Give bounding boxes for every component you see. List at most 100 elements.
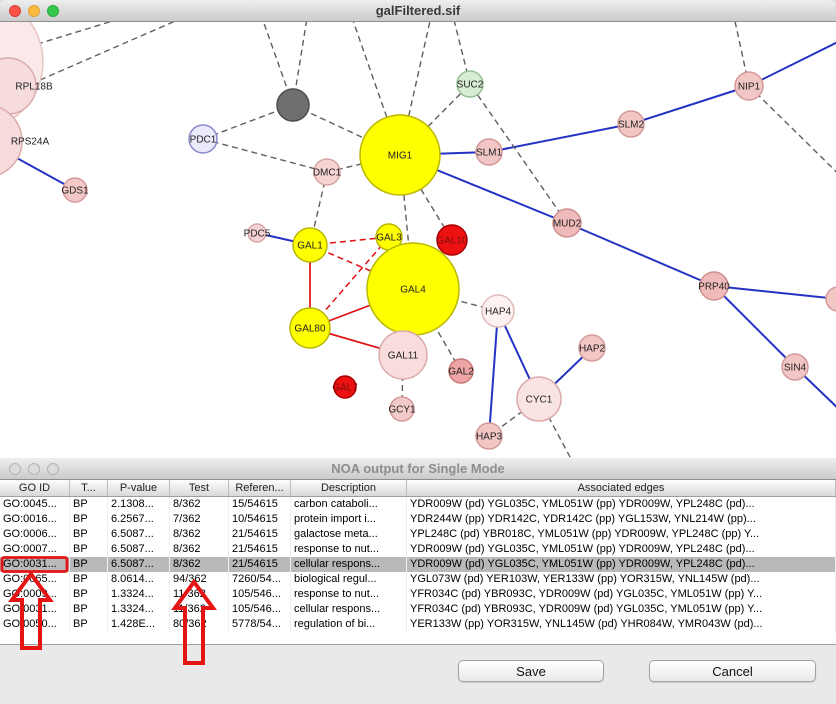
cell-referen: 21/54615	[229, 557, 291, 572]
node-slm1[interactable]	[475, 138, 503, 166]
close-button[interactable]	[9, 5, 21, 17]
save-button[interactable]: Save	[458, 660, 604, 682]
node-label-suc2: SUC2	[457, 80, 484, 91]
cell-t: BP	[70, 512, 108, 527]
node-pdc1[interactable]	[188, 124, 218, 154]
column-header-p-value[interactable]: P-value	[108, 480, 170, 496]
node-gds1[interactable]	[62, 177, 88, 203]
minimize-button[interactable]	[28, 5, 40, 17]
node-label-prp40: PRP40	[698, 282, 730, 293]
node-rps24a[interactable]	[0, 105, 23, 177]
cell-test: 8/362	[170, 557, 229, 572]
node-label-gal7: GAL7	[332, 383, 358, 394]
edge-mud2-prp40[interactable]	[566, 222, 715, 287]
node-gal80[interactable]	[289, 307, 331, 349]
node-noderight[interactable]	[825, 286, 836, 312]
node-mig1[interactable]	[359, 114, 441, 196]
edge-slm1-slm2[interactable]	[488, 123, 632, 153]
cell-referen: 21/54615	[229, 542, 291, 557]
cell-t: BP	[70, 617, 108, 632]
cell-associated-edges: YFR034C (pd) YBR093C, YDR009W (pd) YGL03…	[407, 602, 836, 617]
node-prp40[interactable]	[699, 271, 729, 301]
node-label-rpl18b: RPL18B	[15, 82, 53, 93]
zoom-button[interactable]	[47, 463, 59, 475]
window-controls	[9, 5, 59, 17]
node-gcy1[interactable]	[389, 396, 415, 422]
edge-off-off[interactable]	[39, 22, 196, 81]
network-canvas[interactable]: RPL18BRPS24AGDS1PDC1DMC1MIG1SUC2SLM1SLM2…	[0, 22, 836, 458]
edge-sin4-off[interactable]	[794, 366, 836, 437]
column-header-test[interactable]: Test	[170, 480, 229, 496]
column-header-t[interactable]: T...	[70, 480, 108, 496]
edge-prp40-noderight[interactable]	[713, 285, 836, 300]
cell-referen: 15/54615	[229, 497, 291, 512]
edge-mud2-suc2[interactable]	[469, 83, 568, 224]
cell-referen: 7260/54...	[229, 572, 291, 587]
noa-window-titlebar[interactable]: NOA output for Single Mode	[0, 458, 836, 480]
edge-slm2-nip1[interactable]	[630, 85, 750, 125]
edge-mig1-suc2[interactable]	[399, 83, 471, 156]
cell-description: carbon cataboli...	[291, 497, 407, 512]
column-header-description[interactable]: Description	[291, 480, 407, 496]
zoom-button[interactable]	[47, 5, 59, 17]
edge-hap4-hap3[interactable]	[488, 310, 499, 437]
node-gal7[interactable]	[333, 375, 357, 399]
edge-nip1-off[interactable]	[748, 85, 836, 197]
cell-p-value: 8.0614...	[108, 572, 170, 587]
cancel-button[interactable]: Cancel	[649, 660, 816, 682]
edge-graynode-off[interactable]	[260, 22, 294, 106]
node-graynode[interactable]	[276, 88, 310, 122]
node-label-gal11: GAL11	[388, 351, 419, 362]
node-cyc1[interactable]	[516, 376, 562, 422]
node-mud2[interactable]	[552, 208, 582, 238]
node-dmc1[interactable]	[313, 158, 341, 186]
cell-t: BP	[70, 527, 108, 542]
network-window-titlebar[interactable]: galFiltered.sif	[0, 0, 836, 22]
cell-referen: 5778/54...	[229, 617, 291, 632]
cell-p-value: 1.3324...	[108, 587, 170, 602]
cell-referen: 105/546...	[229, 587, 291, 602]
node-slm2[interactable]	[617, 110, 645, 138]
node-gal11[interactable]	[378, 330, 428, 380]
column-header-go-id[interactable]: GO ID	[0, 480, 70, 496]
cell-associated-edges: YGL073W (pd) YER103W, YER133W (pp) YOR31…	[407, 572, 836, 587]
column-header-referen[interactable]: Referen...	[229, 480, 291, 496]
close-button[interactable]	[9, 463, 21, 475]
edge-mig1-gal10[interactable]	[399, 154, 453, 241]
cell-test: 8/362	[170, 542, 229, 557]
column-header-associated-edges[interactable]: Associated edges	[407, 480, 836, 496]
node-hap4[interactable]	[481, 294, 515, 328]
node-gal10[interactable]	[436, 224, 468, 256]
node-suc2[interactable]	[456, 70, 484, 98]
node-nip1[interactable]	[734, 71, 764, 101]
cell-p-value: 6.5087...	[108, 542, 170, 557]
node-label-hap4: HAP4	[485, 307, 512, 318]
node-hap3[interactable]	[475, 422, 503, 450]
node-pdc5[interactable]	[247, 223, 267, 243]
node-sin4[interactable]	[781, 353, 809, 381]
cell-description: biological regul...	[291, 572, 407, 587]
edge-nip1-off[interactable]	[748, 30, 836, 87]
node-gal1[interactable]	[292, 227, 328, 263]
node-hap2[interactable]	[578, 334, 606, 362]
node-gal2[interactable]	[448, 358, 474, 384]
table-empty-area	[0, 632, 836, 645]
node-label-pdc5: PDC5	[244, 229, 271, 240]
edge-pdc1-dmc1[interactable]	[202, 138, 328, 173]
cell-associated-edges: YDR009W (pd) YGL035C, YML051W (pp) YDR00…	[407, 497, 836, 512]
minimize-button[interactable]	[28, 463, 40, 475]
cell-referen: 10/54615	[229, 512, 291, 527]
edge-prp40-sin4[interactable]	[713, 285, 796, 368]
